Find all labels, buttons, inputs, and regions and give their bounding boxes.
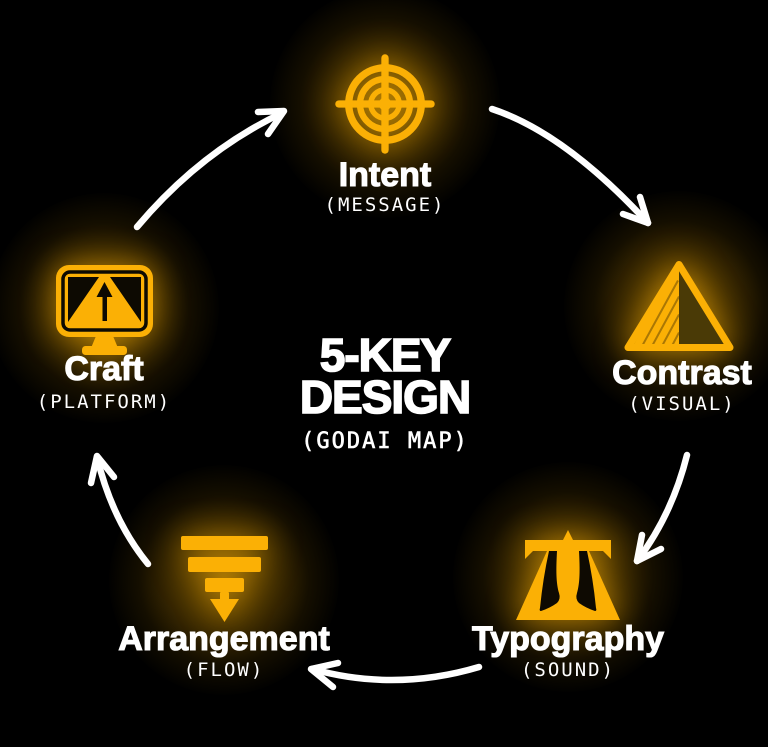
- node-label-contrast: Contrast: [612, 353, 753, 392]
- title-subtitle: (GODAI MAP): [301, 428, 469, 454]
- node-label-intent: Intent: [338, 155, 432, 194]
- arrow-craft-to-intent: [133, 109, 286, 231]
- arrow-arrangement-to-craft: [93, 453, 152, 568]
- node-sublabel-arrangement: (FLOW): [183, 659, 265, 681]
- arrow-typography-to-arrangement: [308, 663, 483, 684]
- arrow-intent-to-contrast: [488, 105, 652, 227]
- arrow-contrast-to-typography: [633, 451, 691, 565]
- title-line-2: DESIGN: [299, 371, 472, 424]
- node-sublabel-typography: (SOUND): [520, 659, 616, 681]
- node-label-typography: Typography: [471, 619, 665, 658]
- node-sublabel-contrast: (VISUAL): [628, 393, 736, 415]
- node-label-arrangement: Arrangement: [118, 619, 331, 658]
- node-label-craft: Craft: [64, 349, 144, 388]
- monitor-icon: [56, 265, 153, 355]
- arrowhead-arrangement-to-craft: [87, 452, 118, 487]
- arrowhead-typography-to-arrangement: [307, 659, 342, 691]
- node-sublabel-intent: (MESSAGE): [324, 194, 446, 216]
- letterpress-t-icon: [516, 530, 620, 620]
- arrowhead-craft-to-intent: [254, 107, 288, 138]
- funnel-arrow-icon: [181, 536, 268, 622]
- arrowhead-intent-to-contrast: [619, 193, 652, 227]
- pyramid-icon: [624, 261, 734, 351]
- target-icon: [335, 54, 435, 154]
- node-sublabel-craft: (PLATFORM): [36, 391, 172, 413]
- title-line-1: 5-KEY: [319, 329, 452, 381]
- diagram-title: 5-KEY DESIGN (GODAI MAP): [235, 329, 535, 454]
- arrowhead-contrast-to-typography: [633, 531, 665, 565]
